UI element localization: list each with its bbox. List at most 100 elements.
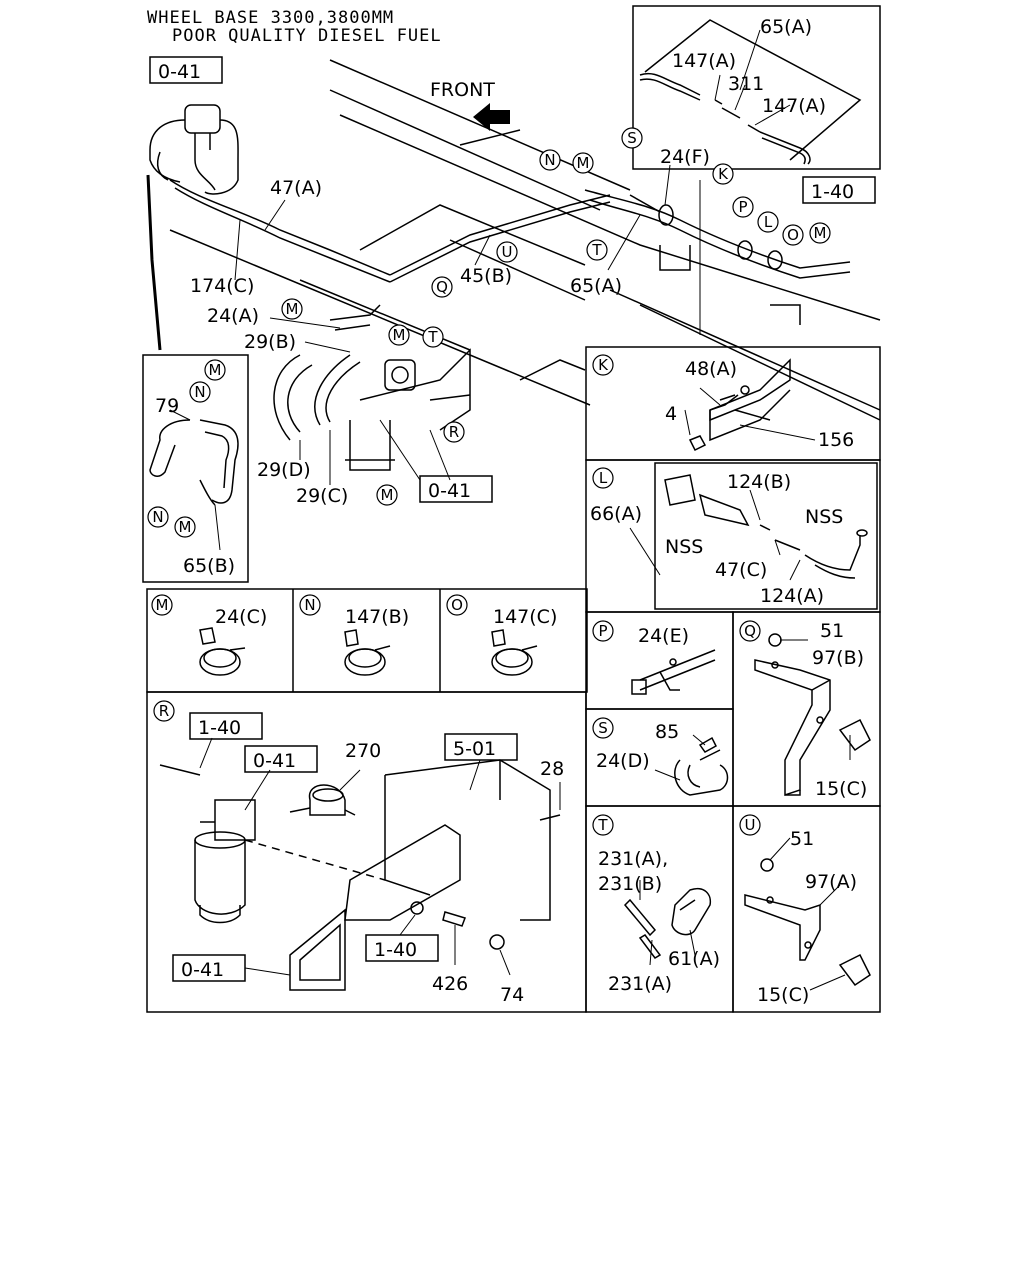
panel-n-key: N	[304, 596, 315, 614]
panel-r-label-426: 426	[432, 973, 468, 995]
inset-callout-m: M	[209, 361, 222, 379]
panel-r-ref-041-b: 0-41	[181, 959, 224, 981]
panel-k-label-156: 156	[818, 429, 854, 451]
panel-u-label-97a: 97(A)	[805, 871, 857, 893]
panel-r-ref-041-a: 0-41	[253, 750, 296, 772]
panel-t-label-231a: 231(A)	[608, 973, 672, 995]
inset-callout-m-lower: M	[179, 518, 192, 536]
panel-p-drawing	[631, 649, 716, 695]
panel-l-label-66a: 66(A)	[590, 503, 642, 525]
callout-q: Q	[436, 278, 448, 296]
fuel-filter-assembly	[273, 304, 471, 471]
panel-p-part: 24(E)	[638, 625, 689, 647]
panel-l-label-nss-left: NSS	[665, 536, 703, 558]
callout-m-left: M	[286, 300, 299, 318]
panel-r-ref-140-b: 1-40	[374, 939, 417, 961]
diagram-title-line1: WHEEL BASE 3300,3800MM	[147, 8, 395, 28]
callout-circles	[147, 127, 831, 836]
ref-041-mid: 0-41	[428, 480, 471, 502]
panel-u-bracket	[744, 858, 871, 987]
panel-u-label-51: 51	[790, 828, 814, 850]
panel-u-key: U	[745, 816, 756, 834]
inset-top-right	[632, 5, 881, 170]
panel-s-key: S	[598, 719, 608, 737]
callout-l: L	[764, 213, 773, 231]
panel-m-part: 24(C)	[215, 606, 267, 628]
panel-m-key: M	[156, 596, 169, 614]
panel-q-key: Q	[744, 622, 756, 640]
panel-r-ref-501: 5-01	[453, 738, 496, 760]
label-65a: 65(A)	[570, 275, 622, 297]
panel-u-label-15c: 15(C)	[757, 984, 809, 1006]
label-29d: 29(D)	[257, 459, 311, 481]
panel-s-label-24d: 24(D)	[596, 750, 650, 772]
inset-label-147a-1: 147(A)	[672, 50, 736, 72]
callout-t: T	[591, 241, 602, 259]
panel-k-label-48a: 48(A)	[685, 358, 737, 380]
panel-l-label-nss-right: NSS	[805, 506, 843, 528]
callout-m-lower: M	[381, 486, 394, 504]
panel-l-drawing	[664, 474, 868, 579]
inset-left	[142, 354, 249, 583]
panel-s-drawing	[674, 736, 729, 796]
panel-n-part: 147(B)	[345, 606, 409, 628]
clamp-drawings	[199, 627, 538, 676]
inset-label-65b: 65(B)	[183, 555, 235, 577]
label-29c: 29(C)	[296, 485, 348, 507]
panel-p-key: P	[598, 622, 607, 640]
panel-t-key: T	[597, 816, 608, 834]
panel-q-label-15c: 15(C)	[815, 778, 867, 800]
panel-r-label-270: 270	[345, 740, 381, 762]
front-arrow-icon	[473, 103, 510, 131]
callout-k: K	[718, 165, 729, 183]
inset-callout-n-lower: N	[152, 508, 163, 526]
panel-t-label-231ab-1: 231(A),	[598, 848, 668, 870]
callout-p: P	[738, 198, 747, 216]
callout-m-right: M	[814, 224, 827, 242]
leader-lines	[169, 29, 851, 991]
label-24f: 24(F)	[660, 146, 710, 168]
panel-l-label-47c: 47(C)	[715, 559, 767, 581]
callout-letters: N M S K P L O M Q U T M M T R M M N N M …	[152, 129, 826, 834]
panel-s-label-85: 85	[655, 721, 679, 743]
ref-140-top: 1-40	[811, 181, 854, 203]
inset-label-79: 79	[155, 395, 179, 417]
hose-run-right	[584, 189, 851, 279]
front-label: FRONT	[430, 79, 495, 101]
panel-q-label-97b: 97(B)	[812, 647, 864, 669]
callout-t-center: T	[427, 328, 438, 346]
panel-t-drawing	[623, 888, 712, 959]
callout-o: O	[787, 226, 799, 244]
panel-q-label-51: 51	[820, 620, 844, 642]
inset-label-147a-2: 147(A)	[762, 95, 826, 117]
inset-label-65a: 65(A)	[760, 16, 812, 38]
panel-o-key: O	[451, 596, 463, 614]
tank-connector-assembly	[146, 104, 239, 351]
diagram-title-line2: POOR QUALITY DIESEL FUEL	[172, 26, 442, 46]
panel-k-label-4: 4	[665, 403, 677, 425]
inset-label-311: 311	[728, 73, 764, 95]
panel-grid	[146, 346, 881, 1013]
label-29b: 29(B)	[244, 331, 296, 353]
label-47a: 47(A)	[270, 177, 322, 199]
callout-m-center: M	[393, 326, 406, 344]
panel-l-label-124b: 124(B)	[727, 471, 791, 493]
panel-t-label-61a: 61(A)	[668, 948, 720, 970]
label-24a: 24(A)	[207, 305, 259, 327]
panel-r-label-74: 74	[500, 984, 524, 1006]
callout-s: S	[627, 129, 637, 147]
inset-callout-n: N	[194, 383, 205, 401]
panel-o-part: 147(C)	[493, 606, 557, 628]
label-45b: 45(B)	[460, 265, 512, 287]
panel-r-drawing	[159, 759, 561, 991]
panel-r-label-28: 28	[540, 758, 564, 780]
panel-r-ref-140-a: 1-40	[198, 717, 241, 739]
callout-r: R	[449, 423, 459, 441]
ref-boxes	[149, 56, 876, 982]
label-174c: 174(C)	[190, 275, 254, 297]
panel-k-drawing	[688, 358, 791, 452]
panel-l-key: L	[599, 469, 608, 487]
panel-r-key: R	[159, 702, 169, 720]
